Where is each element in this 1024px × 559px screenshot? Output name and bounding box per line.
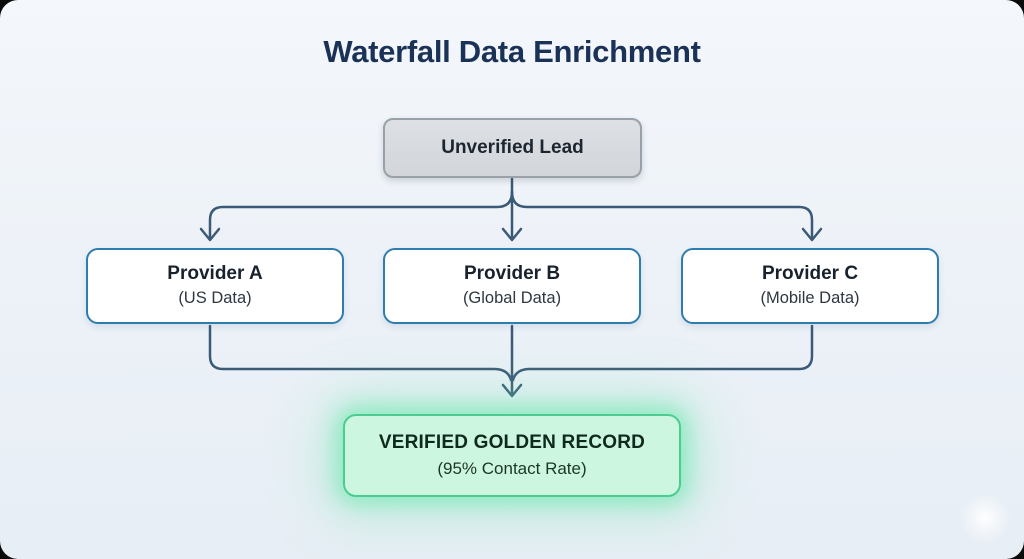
provider-a-label: Provider A [167, 263, 263, 285]
provider-a-sublabel: (US Data) [178, 289, 252, 308]
golden-record-node: VERIFIED GOLDEN RECORD (95% Contact Rate… [343, 414, 681, 497]
diagram-title: Waterfall Data Enrichment [323, 34, 701, 69]
golden-record-label: VERIFIED GOLDEN RECORD [378, 432, 646, 454]
provider-c-node: Provider C (Mobile Data) [681, 248, 939, 324]
golden-record-sublabel: (95% Contact Rate) [437, 458, 587, 478]
unverified-lead-node: Unverified Lead [383, 118, 642, 178]
arrowhead-result [501, 383, 523, 398]
edge-provider-c-to-result [511, 324, 814, 382]
edge-source-to-provider-c [510, 190, 814, 241]
provider-b-sublabel: (Global Data) [462, 289, 562, 308]
arrowhead-provider-c [801, 227, 823, 242]
unverified-lead-label: Unverified Lead [441, 137, 584, 159]
provider-a-node: Provider A (US Data) [86, 248, 344, 324]
provider-c-sublabel: (Mobile Data) [760, 289, 860, 308]
edge-provider-a-to-result [208, 324, 513, 382]
edge-source-to-provider-a [208, 190, 514, 241]
provider-b-node: Provider B (Global Data) [383, 248, 641, 324]
arrowhead-provider-b [501, 227, 523, 242]
provider-c-label: Provider C [761, 263, 859, 285]
sparkle-watermark-icon [949, 482, 1021, 554]
arrowhead-provider-a [199, 227, 221, 242]
provider-b-label: Provider B [463, 263, 561, 285]
